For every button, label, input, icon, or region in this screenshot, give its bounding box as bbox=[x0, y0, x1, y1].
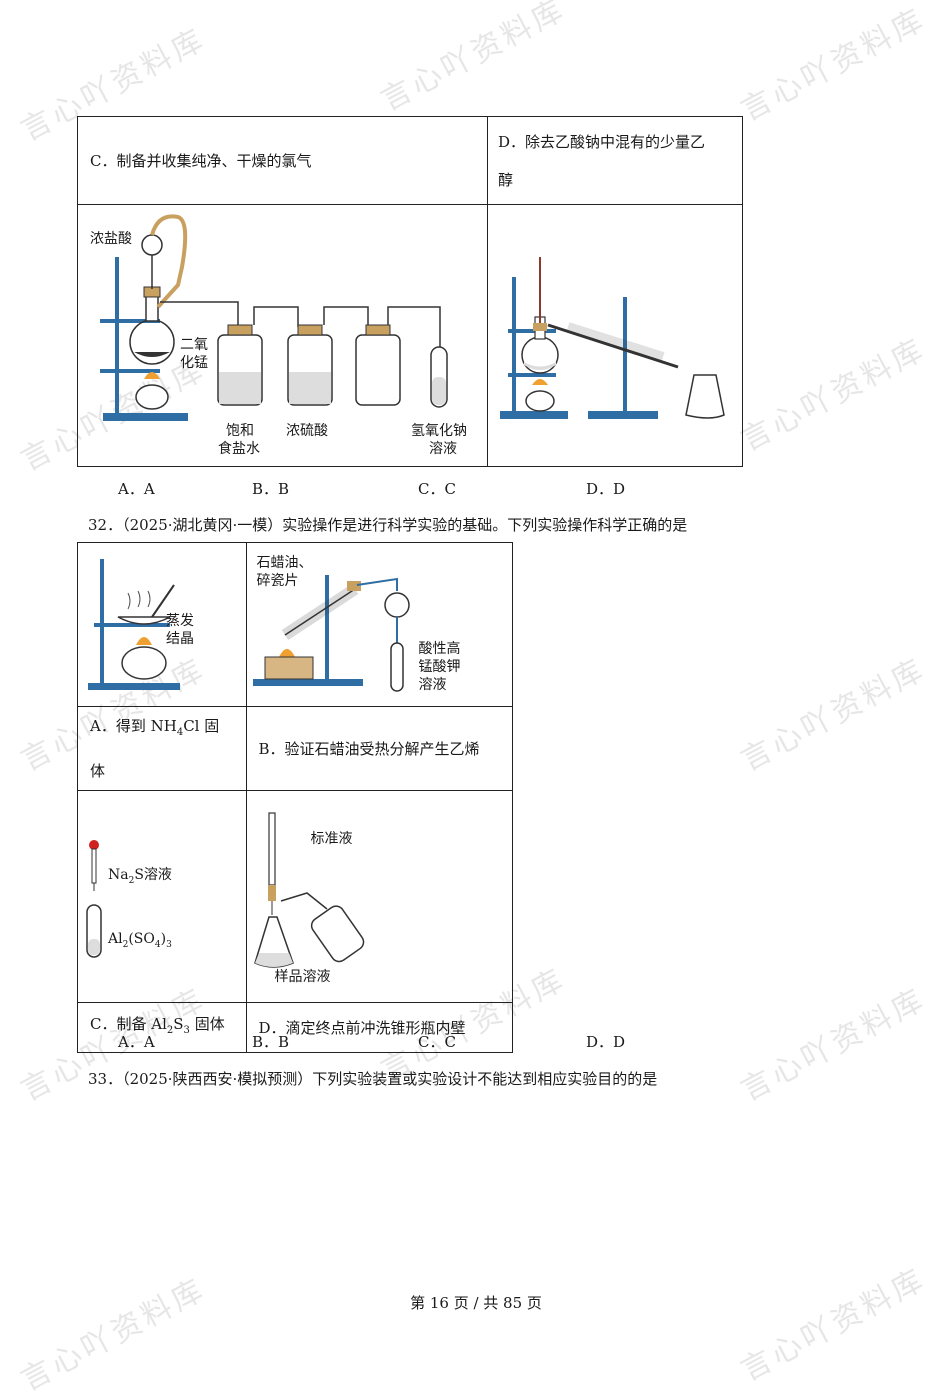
q32-caption-d: D．滴定终点前冲洗锥形瓶内壁 bbox=[245, 1002, 513, 1053]
watermark: 言心吖资料库 bbox=[735, 331, 932, 459]
watermark: 言心吖资料库 bbox=[735, 1261, 932, 1389]
watermark: 言心吖资料库 bbox=[735, 1, 932, 129]
label-conc-hcl: 浓盐酸 bbox=[90, 231, 132, 247]
q31-figure-c-cell: 浓盐酸 二氧 化锰 饱和 食盐水 浓硫酸 氢氧化钠 溶液 bbox=[77, 204, 488, 467]
label-al2so43: Al2(SO4)3 bbox=[108, 931, 172, 950]
q33-stem: 33．（2025·陕西西安·模拟预测）下列实验装置或实验设计不能达到相应实验目的… bbox=[88, 1070, 658, 1088]
option-b[interactable]: B．B bbox=[252, 1033, 290, 1051]
chlorine-apparatus-figure bbox=[100, 213, 448, 421]
label-mno2: 化锰 bbox=[180, 355, 208, 371]
label-paraffin-oil: 石蜡油、 bbox=[256, 555, 313, 571]
evaporation-figure bbox=[88, 558, 180, 690]
q32-caption-c: C．制备 Al2S3 固体 bbox=[77, 1002, 247, 1053]
q31-cell-d-caption: D．除去乙酸钠中混有的少量乙 醇 bbox=[487, 116, 743, 205]
q32-stem: 32．（2025·湖北黄冈·一模）实验操作是进行科学实验的基础。下列实验操作科学… bbox=[88, 516, 688, 534]
q31-figure-d-cell bbox=[487, 204, 743, 467]
watermark: 言心吖资料库 bbox=[735, 981, 932, 1109]
label-na2s-solution: Na2S溶液 bbox=[108, 867, 172, 886]
watermark: 言心吖资料库 bbox=[375, 0, 572, 119]
label-conc-h2so4: 浓硫酸 bbox=[286, 423, 328, 439]
option-c[interactable]: C．C bbox=[418, 1033, 456, 1051]
option-a[interactable]: A．A bbox=[118, 480, 155, 498]
q32-figure-a-cell: 蒸发 结晶 bbox=[77, 542, 247, 707]
label-porcelain-chips: 碎瓷片 bbox=[256, 573, 299, 589]
page-number: 第 16 页 / 共 85 页 bbox=[410, 1294, 542, 1312]
dropper-tube-figure bbox=[86, 839, 102, 958]
q32-caption-a: A．得到 NH4Cl 固体 bbox=[77, 706, 247, 791]
q32-figure-b-cell: 石蜡油、 碎瓷片 酸性高 锰酸钾 溶液 bbox=[245, 542, 513, 707]
titration-figure bbox=[253, 811, 364, 968]
option-c[interactable]: C．C bbox=[418, 480, 456, 498]
option-d[interactable]: D．D bbox=[586, 480, 626, 498]
label-standard-solution: 标准液 bbox=[310, 831, 353, 847]
option-d[interactable]: D．D bbox=[586, 1033, 626, 1051]
q31-table: C．制备并收集纯净、干燥的氯气 D．除去乙酸钠中混有的少量乙 醇 bbox=[77, 116, 743, 467]
option-b[interactable]: B．B bbox=[252, 480, 290, 498]
label-mno2: 二氧 bbox=[180, 337, 208, 353]
label-evaporation: 蒸发 bbox=[166, 613, 194, 629]
label-acidic-kmno4: 溶液 bbox=[418, 677, 447, 693]
q32-table: 蒸发 结晶 石蜡油、 碎瓷片 酸性高 锰酸钾 溶液 bbox=[77, 542, 513, 1053]
label-acidic-kmno4: 锰酸钾 bbox=[418, 659, 461, 675]
watermark: 言心吖资料库 bbox=[735, 651, 932, 779]
label-acidic-kmno4: 酸性高 bbox=[418, 641, 461, 657]
distillation-apparatus-figure bbox=[500, 256, 725, 419]
label-naoh-solution: 氢氧化钠 bbox=[411, 423, 467, 439]
watermark: 言心吖资料库 bbox=[15, 1271, 212, 1399]
q32-caption-b: B．验证石蜡油受热分解产生乙烯 bbox=[245, 706, 513, 791]
q31-cell-c-caption: C．制备并收集纯净、干燥的氯气 bbox=[77, 116, 488, 205]
q32-figure-c-cell: Na2S溶液 Al2(SO4)3 bbox=[77, 790, 247, 1003]
label-crystallization: 结晶 bbox=[166, 631, 194, 647]
label-sample-solution: 样品溶液 bbox=[274, 969, 331, 985]
q32-figure-d-cell: 标准液 样品溶液 bbox=[245, 790, 513, 1003]
paraffin-cracking-figure bbox=[252, 574, 410, 692]
label-naoh-solution: 溶液 bbox=[429, 441, 457, 457]
label-saturated-brine: 饱和 bbox=[226, 423, 254, 439]
label-saturated-brine: 食盐水 bbox=[218, 441, 260, 457]
option-a[interactable]: A．A bbox=[118, 1033, 155, 1051]
